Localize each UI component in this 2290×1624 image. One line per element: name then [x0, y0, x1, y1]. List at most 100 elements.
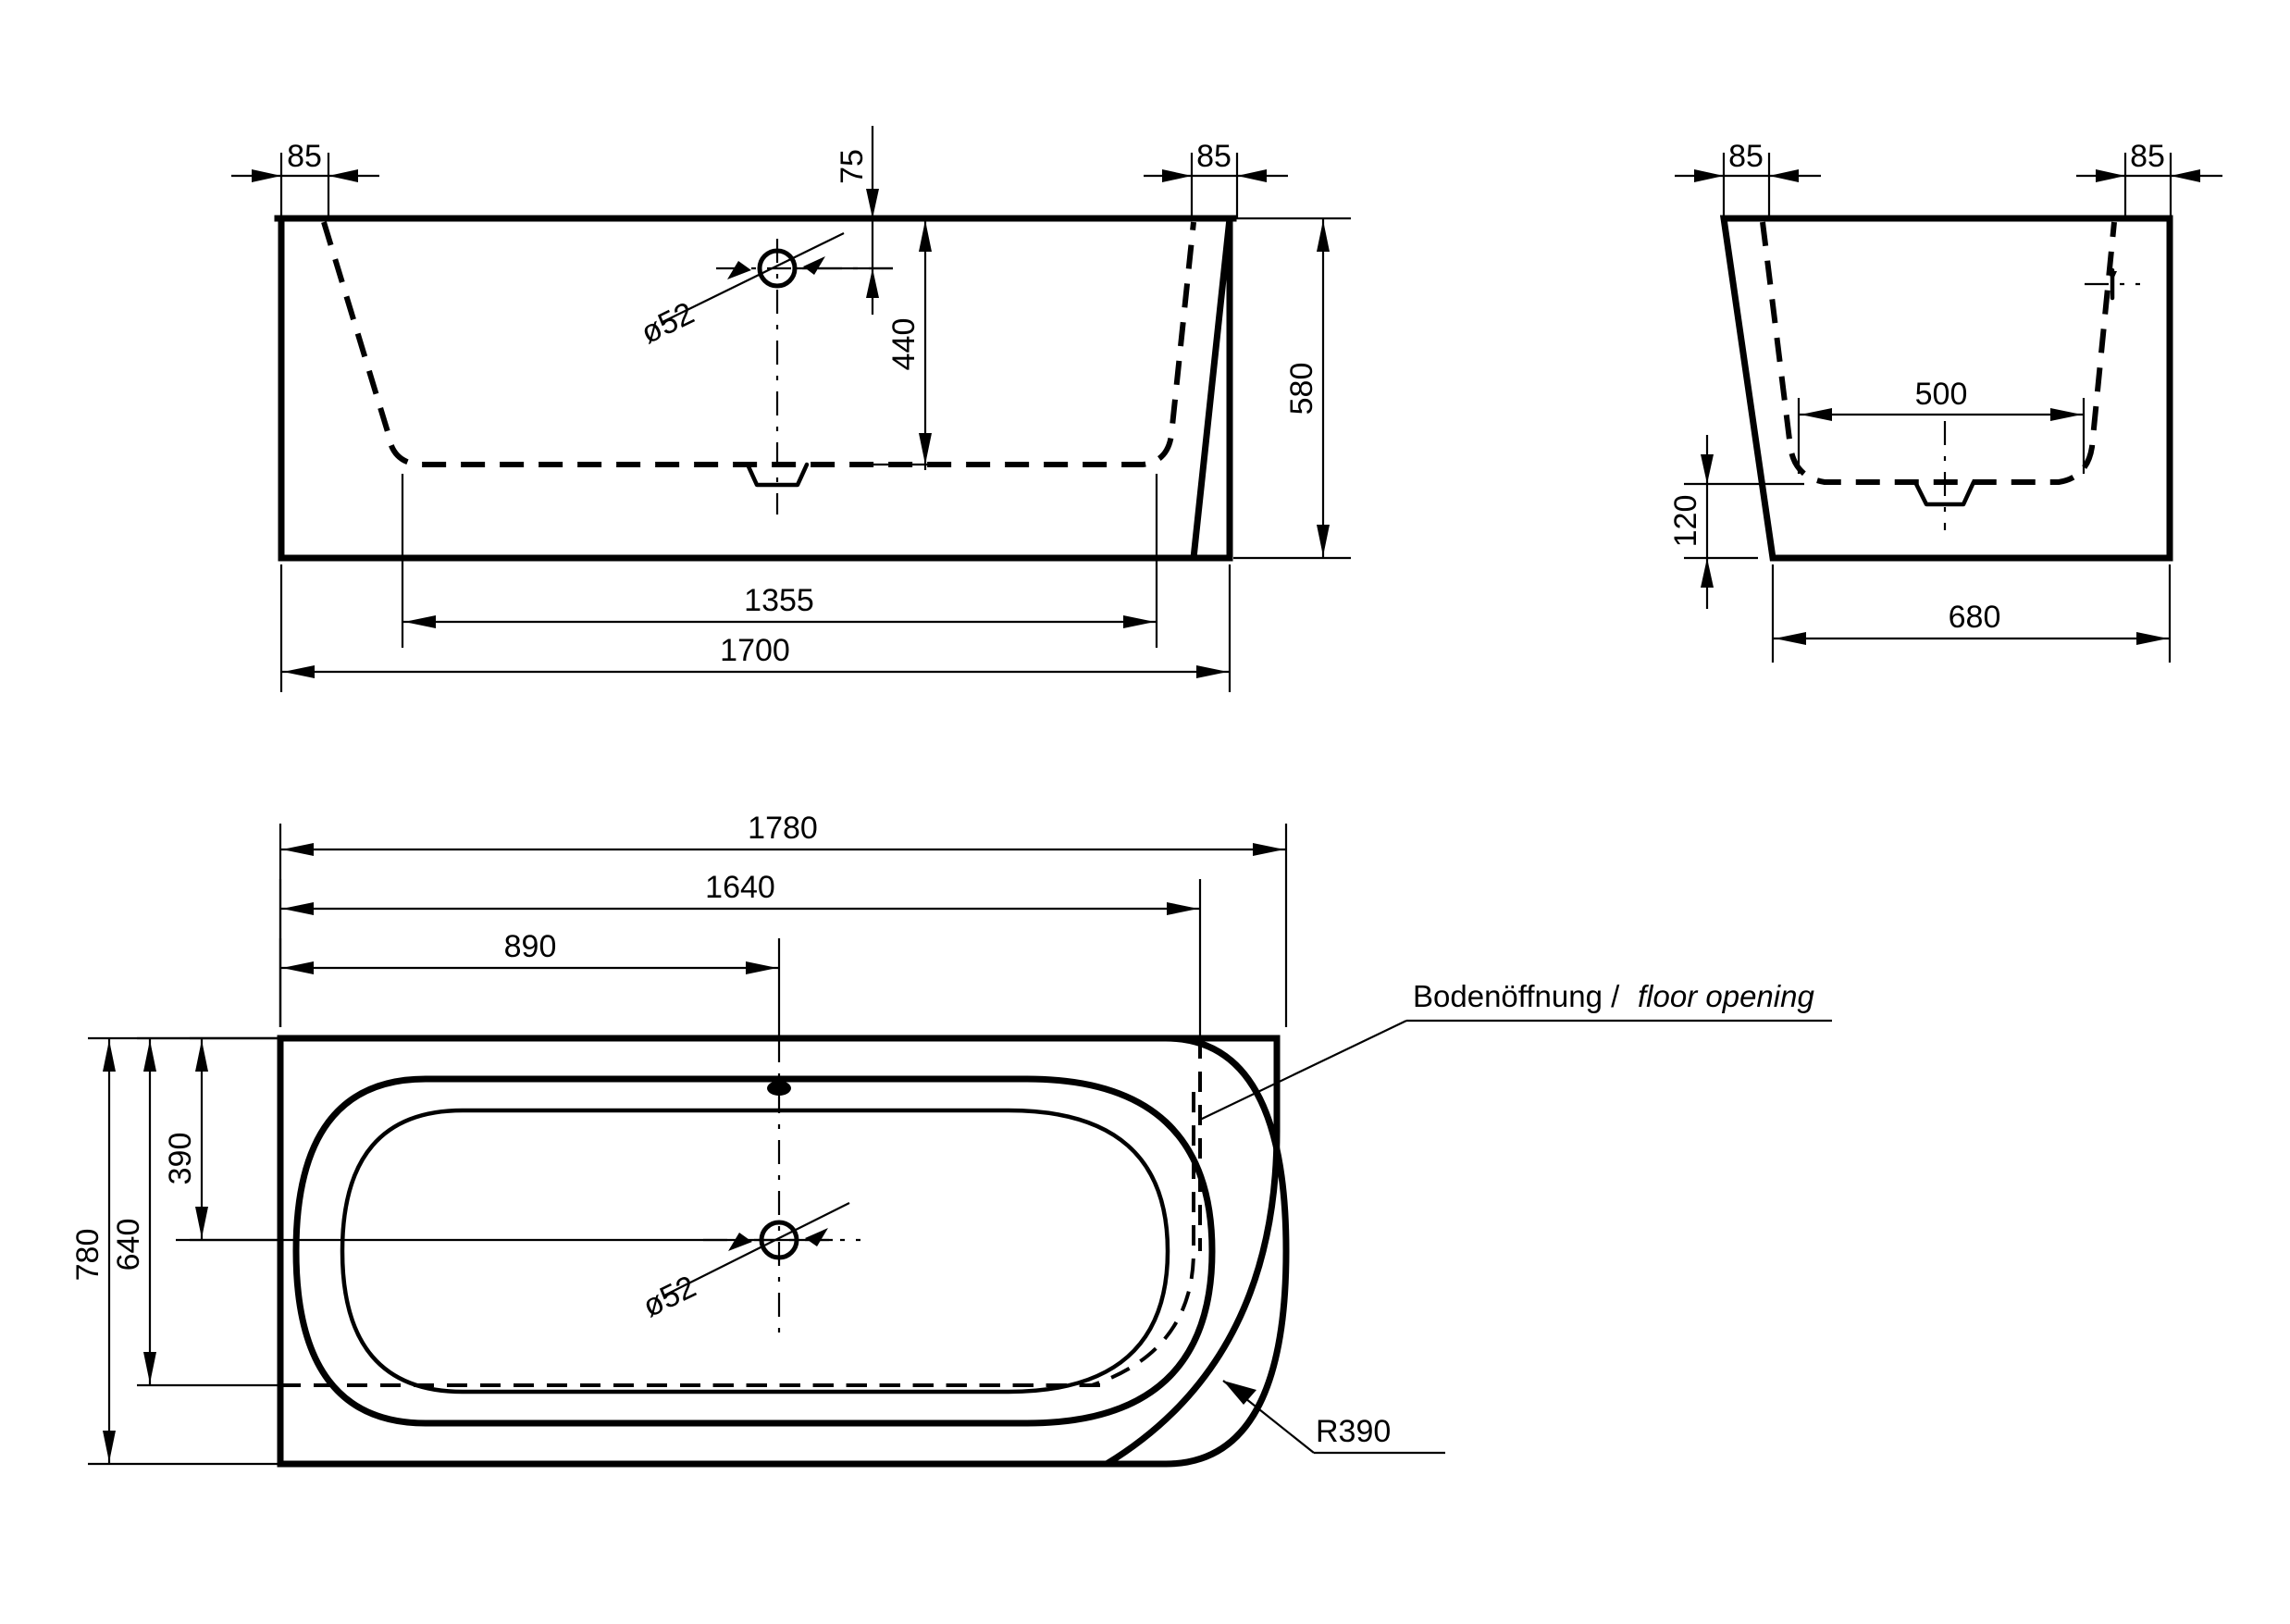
- side-view-dim-500-label: 500: [1915, 377, 1968, 412]
- plan-view-drain-circle: [759, 1220, 799, 1260]
- plan-view-dim-1780: 1780: [279, 811, 1288, 1027]
- arrow-head: [1701, 558, 1714, 588]
- arrow-head: [1237, 169, 1267, 182]
- arrow-head: [1196, 665, 1228, 678]
- arrow-head: [1162, 169, 1192, 182]
- front-view-dim-440: 440: [870, 218, 940, 470]
- plan-view-outer-rim: [292, 1075, 1216, 1427]
- arrow-head: [1167, 902, 1198, 915]
- plan-view-diameter-arrow-1: [728, 1233, 752, 1251]
- plan-view-dim-1780-label: 1780: [748, 811, 818, 846]
- arrow-head: [1123, 615, 1155, 628]
- front-view-dim-85-left: 85: [231, 139, 379, 218]
- arrow-head: [195, 1040, 208, 1072]
- side-view-dim-85-right-label: 85: [2130, 139, 2165, 174]
- arrow-head: [1317, 525, 1330, 556]
- front-view-dim-1355: 1355: [401, 474, 1158, 648]
- side-view-dim-120-label: 120: [1668, 495, 1703, 548]
- arrow-head: [143, 1040, 156, 1072]
- plan-view-overflow-port: [767, 1081, 791, 1096]
- side-view-outline: [1719, 215, 2173, 562]
- front-view-body-silhouette: [278, 215, 1233, 562]
- arrow-head: [1253, 843, 1284, 856]
- plan-view-outline: [277, 1035, 1281, 1468]
- arrow-head: [282, 961, 314, 974]
- arrow-head: [282, 843, 314, 856]
- side-view-dim-85-left-label: 85: [1728, 139, 1764, 174]
- arrow-head: [195, 1207, 208, 1238]
- plan-view-dim-390: 390: [163, 1036, 280, 1242]
- plan-view-dim-1640: 1640: [279, 870, 1202, 1038]
- arrow-head: [746, 961, 777, 974]
- front-view-diameter-arrow-2: [803, 256, 825, 275]
- front-view-dim-85-right-label: 85: [1196, 139, 1232, 174]
- front-view-group: ø52 85 85: [231, 126, 1351, 692]
- arrow-head: [283, 665, 315, 678]
- arrow-head: [866, 268, 879, 298]
- arrow-head: [1701, 454, 1714, 484]
- plan-view-diameter-arrow-2: [805, 1228, 828, 1246]
- front-view-diameter-label: ø52: [636, 295, 699, 351]
- floor-opening-label-en: floor opening: [1638, 979, 1814, 1013]
- front-view-dim-75: 75: [796, 126, 893, 315]
- arrow-head: [919, 220, 932, 252]
- front-view-dim-75-label: 75: [835, 149, 870, 184]
- plan-view-radius-label: R390: [1316, 1414, 1391, 1449]
- side-view-dim-680: 680: [1771, 564, 2172, 663]
- front-view-drain-boss: [745, 462, 810, 488]
- floor-opening-label-de: Bodenöffnung /: [1413, 979, 1620, 1013]
- front-view-diameter-leader: [662, 232, 845, 323]
- plan-view-dim-890-label: 890: [504, 929, 557, 964]
- arrow-head: [1775, 632, 1806, 645]
- arrow-head: [2171, 169, 2200, 182]
- side-view-dim-680-label: 680: [1949, 600, 2001, 635]
- leader-line: [1199, 1020, 1407, 1121]
- arrow-head: [404, 615, 436, 628]
- plan-view-dim-780: 780: [70, 1036, 280, 1466]
- arrow-head: [1694, 169, 1724, 182]
- plan-view-dim-640: 640: [111, 1036, 280, 1387]
- arrow-head: [1317, 220, 1330, 252]
- arrow-head: [103, 1431, 116, 1462]
- arrow-head: [282, 902, 314, 915]
- side-view-dim-120: 120: [1668, 435, 1804, 609]
- side-view-group: 85 85 500: [1668, 139, 2222, 663]
- arrow-head: [1801, 408, 1832, 421]
- plan-view-silhouette: [277, 1035, 1290, 1468]
- arrow-head: [2096, 169, 2125, 182]
- front-view-dim-1355-label: 1355: [744, 583, 814, 618]
- plan-view-diameter-label: ø52: [637, 1269, 701, 1324]
- plan-view-dim-890: 890: [279, 929, 781, 1038]
- front-view-dim-440-label: 440: [886, 318, 922, 371]
- plan-view-diameter-leader: [663, 1202, 850, 1296]
- plan-view-floor-opening-annotation: Bodenöffnung / floor opening: [1199, 979, 1832, 1121]
- plan-view-dim-640-label: 640: [111, 1219, 146, 1271]
- front-view-dim-85-left-label: 85: [287, 139, 322, 174]
- arrow-head: [919, 433, 932, 465]
- front-view-drain-circle: [757, 248, 798, 289]
- arrow-head: [328, 169, 358, 182]
- side-view-inner-contour: [1760, 221, 2117, 485]
- front-view-dim-580: 580: [1233, 217, 1351, 560]
- arrow-head: [103, 1040, 116, 1072]
- front-view-diameter-arrow-1: [727, 261, 751, 279]
- plan-view-radius-annotation: R390: [1222, 1380, 1445, 1455]
- side-view-drain-boss: [1912, 479, 1976, 507]
- plan-view-dim-390-label: 390: [163, 1133, 198, 1185]
- plan-view-inner-bowl: [340, 1108, 1170, 1395]
- front-view-dim-1700: 1700: [279, 564, 1232, 692]
- side-view-overflow-dot: [2108, 271, 2117, 281]
- arrow-head: [2050, 408, 2082, 421]
- front-view-dim-580-label: 580: [1284, 363, 1319, 415]
- side-view-dim-85-left: 85: [1675, 139, 1821, 218]
- front-view-inner-contour: [321, 221, 1196, 467]
- front-view-dim-85-right: 85: [1144, 139, 1288, 218]
- plan-view-hidden-arc: [703, 1092, 1195, 1387]
- side-view-dim-500: 500: [1797, 377, 2086, 474]
- plan-view-dim-1640-label: 1640: [705, 870, 775, 905]
- front-view-dim-1700-label: 1700: [720, 633, 790, 668]
- arrow-head: [1769, 169, 1799, 182]
- arrow-head: [2136, 632, 2168, 645]
